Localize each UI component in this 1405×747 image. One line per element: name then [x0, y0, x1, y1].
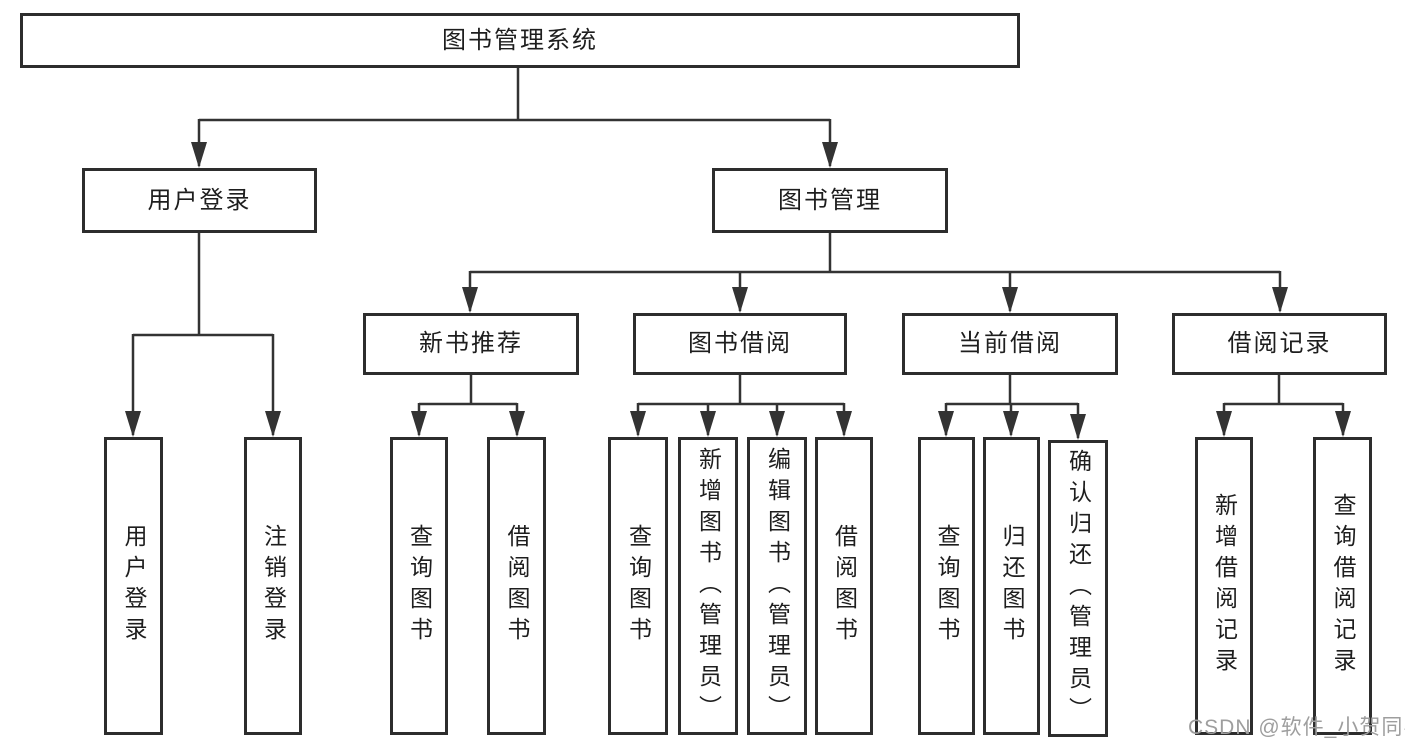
leaf-user-login: 用户登录: [104, 437, 163, 735]
leaf-query-books-borrow: 查询图书: [608, 437, 668, 735]
node-book-borrow: 图书借阅: [633, 313, 847, 375]
leaf-query-books-recommend: 查询图书: [390, 437, 448, 735]
node-user-login: 用户登录: [82, 168, 317, 233]
leaf-borrow-books-recommend: 借阅图书: [487, 437, 546, 735]
leaf-logout: 注销登录: [244, 437, 302, 735]
leaf-return-book: 归还图书: [983, 437, 1040, 735]
node-new-book-recommend: 新书推荐: [363, 313, 579, 375]
csdn-watermark: CSDN @软件_小贺同学: [1188, 716, 1405, 739]
leaf-add-borrow-record: 新增借阅记录: [1195, 437, 1253, 735]
leaf-add-book-admin: 新增图书（管理员）: [678, 437, 738, 735]
root-node-library-system: 图书管理系统: [20, 13, 1020, 68]
leaf-edit-book-admin: 编辑图书（管理员）: [747, 437, 807, 735]
node-book-management: 图书管理: [712, 168, 948, 233]
node-borrow-records: 借阅记录: [1172, 313, 1387, 375]
leaf-query-books-current: 查询图书: [918, 437, 975, 735]
node-current-borrow: 当前借阅: [902, 313, 1118, 375]
leaf-query-borrow-record: 查询借阅记录: [1313, 437, 1372, 735]
leaf-confirm-return-admin: 确认归还（管理员）: [1048, 440, 1108, 737]
leaf-borrow-books: 借阅图书: [815, 437, 873, 735]
